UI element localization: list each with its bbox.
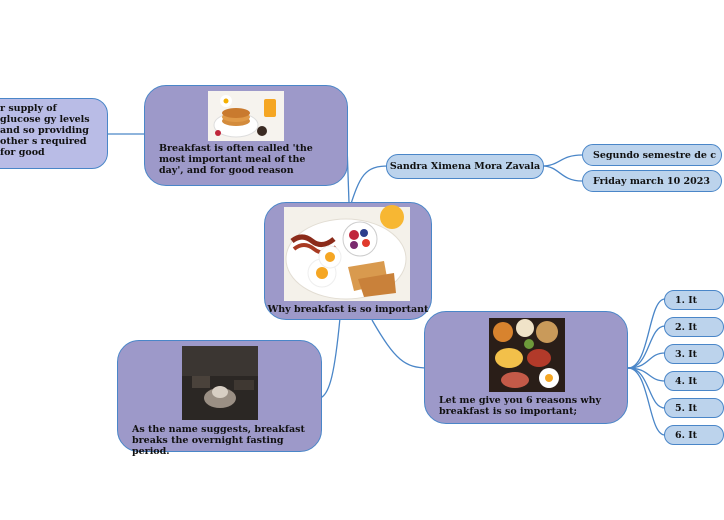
reasons-intro-text: Let me give you 6 reasons why breakfast … bbox=[439, 395, 601, 417]
link-reasons-1 bbox=[627, 298, 666, 369]
reason-item-6[interactable]: 6. It bbox=[664, 425, 724, 445]
link-reasons-3 bbox=[627, 352, 666, 369]
link-author-meta1 bbox=[541, 154, 583, 167]
author-node[interactable]: Sandra Ximena Mora Zavala bbox=[386, 154, 544, 179]
reason-item-1[interactable]: 1. It bbox=[664, 290, 724, 310]
reason-5-text: 5. It bbox=[675, 403, 698, 414]
reason-3-text: 3. It bbox=[675, 349, 698, 360]
link-reasons-6 bbox=[627, 367, 666, 436]
reason-item-4[interactable]: 4. It bbox=[664, 371, 724, 391]
date-text: Friday march 10 2023 bbox=[593, 176, 710, 187]
mind-map-canvas: Why breakfast is so important r supply o… bbox=[0, 85, 724, 457]
central-topic[interactable]: Why breakfast is so important bbox=[264, 202, 432, 320]
breakfast-meal-text: Breakfast is often called 'the most impo… bbox=[159, 143, 313, 176]
link-center-reasons bbox=[371, 319, 429, 369]
reasons-node[interactable]: Let me give you 6 reasons why breakfast … bbox=[424, 311, 628, 424]
breakfast-plate-image bbox=[284, 205, 410, 301]
reason-item-3[interactable]: 3. It bbox=[664, 344, 724, 364]
glucose-node-text: r supply of glucose gy levels and so pro… bbox=[0, 103, 90, 158]
semester-text: Segundo semestre de c bbox=[593, 150, 717, 161]
link-center-author bbox=[348, 165, 389, 211]
fasting-node[interactable]: As the name suggests, breakfast breaks t… bbox=[117, 340, 322, 457]
central-title: Why breakfast is so important bbox=[267, 304, 429, 315]
semester-node[interactable]: Segundo semestre de c bbox=[582, 144, 722, 166]
reason-2-text: 2. It bbox=[675, 322, 698, 333]
night-lamp-image bbox=[182, 346, 258, 420]
pancakes-image bbox=[208, 91, 284, 141]
reason-4-text: 4. It bbox=[675, 376, 698, 387]
author-name: Sandra Ximena Mora Zavala bbox=[389, 161, 541, 172]
breakfast-spread-image bbox=[489, 318, 565, 392]
reason-item-2[interactable]: 2. It bbox=[664, 317, 724, 337]
reason-1-text: 1. It bbox=[675, 295, 698, 306]
date-node[interactable]: Friday march 10 2023 bbox=[582, 170, 722, 192]
glucose-node[interactable]: r supply of glucose gy levels and so pro… bbox=[0, 98, 108, 169]
reason-6-text: 6. It bbox=[675, 430, 698, 441]
fasting-text: As the name suggests, breakfast breaks t… bbox=[132, 424, 305, 457]
link-reasons-5 bbox=[627, 367, 666, 409]
reason-item-5[interactable]: 5. It bbox=[664, 398, 724, 418]
link-reasons-2 bbox=[627, 325, 666, 369]
link-author-meta2 bbox=[541, 165, 583, 182]
breakfast-meal-node[interactable]: Breakfast is often called 'the most impo… bbox=[144, 85, 348, 186]
link-center-fasting bbox=[319, 317, 341, 399]
connector-lines bbox=[107, 133, 666, 436]
